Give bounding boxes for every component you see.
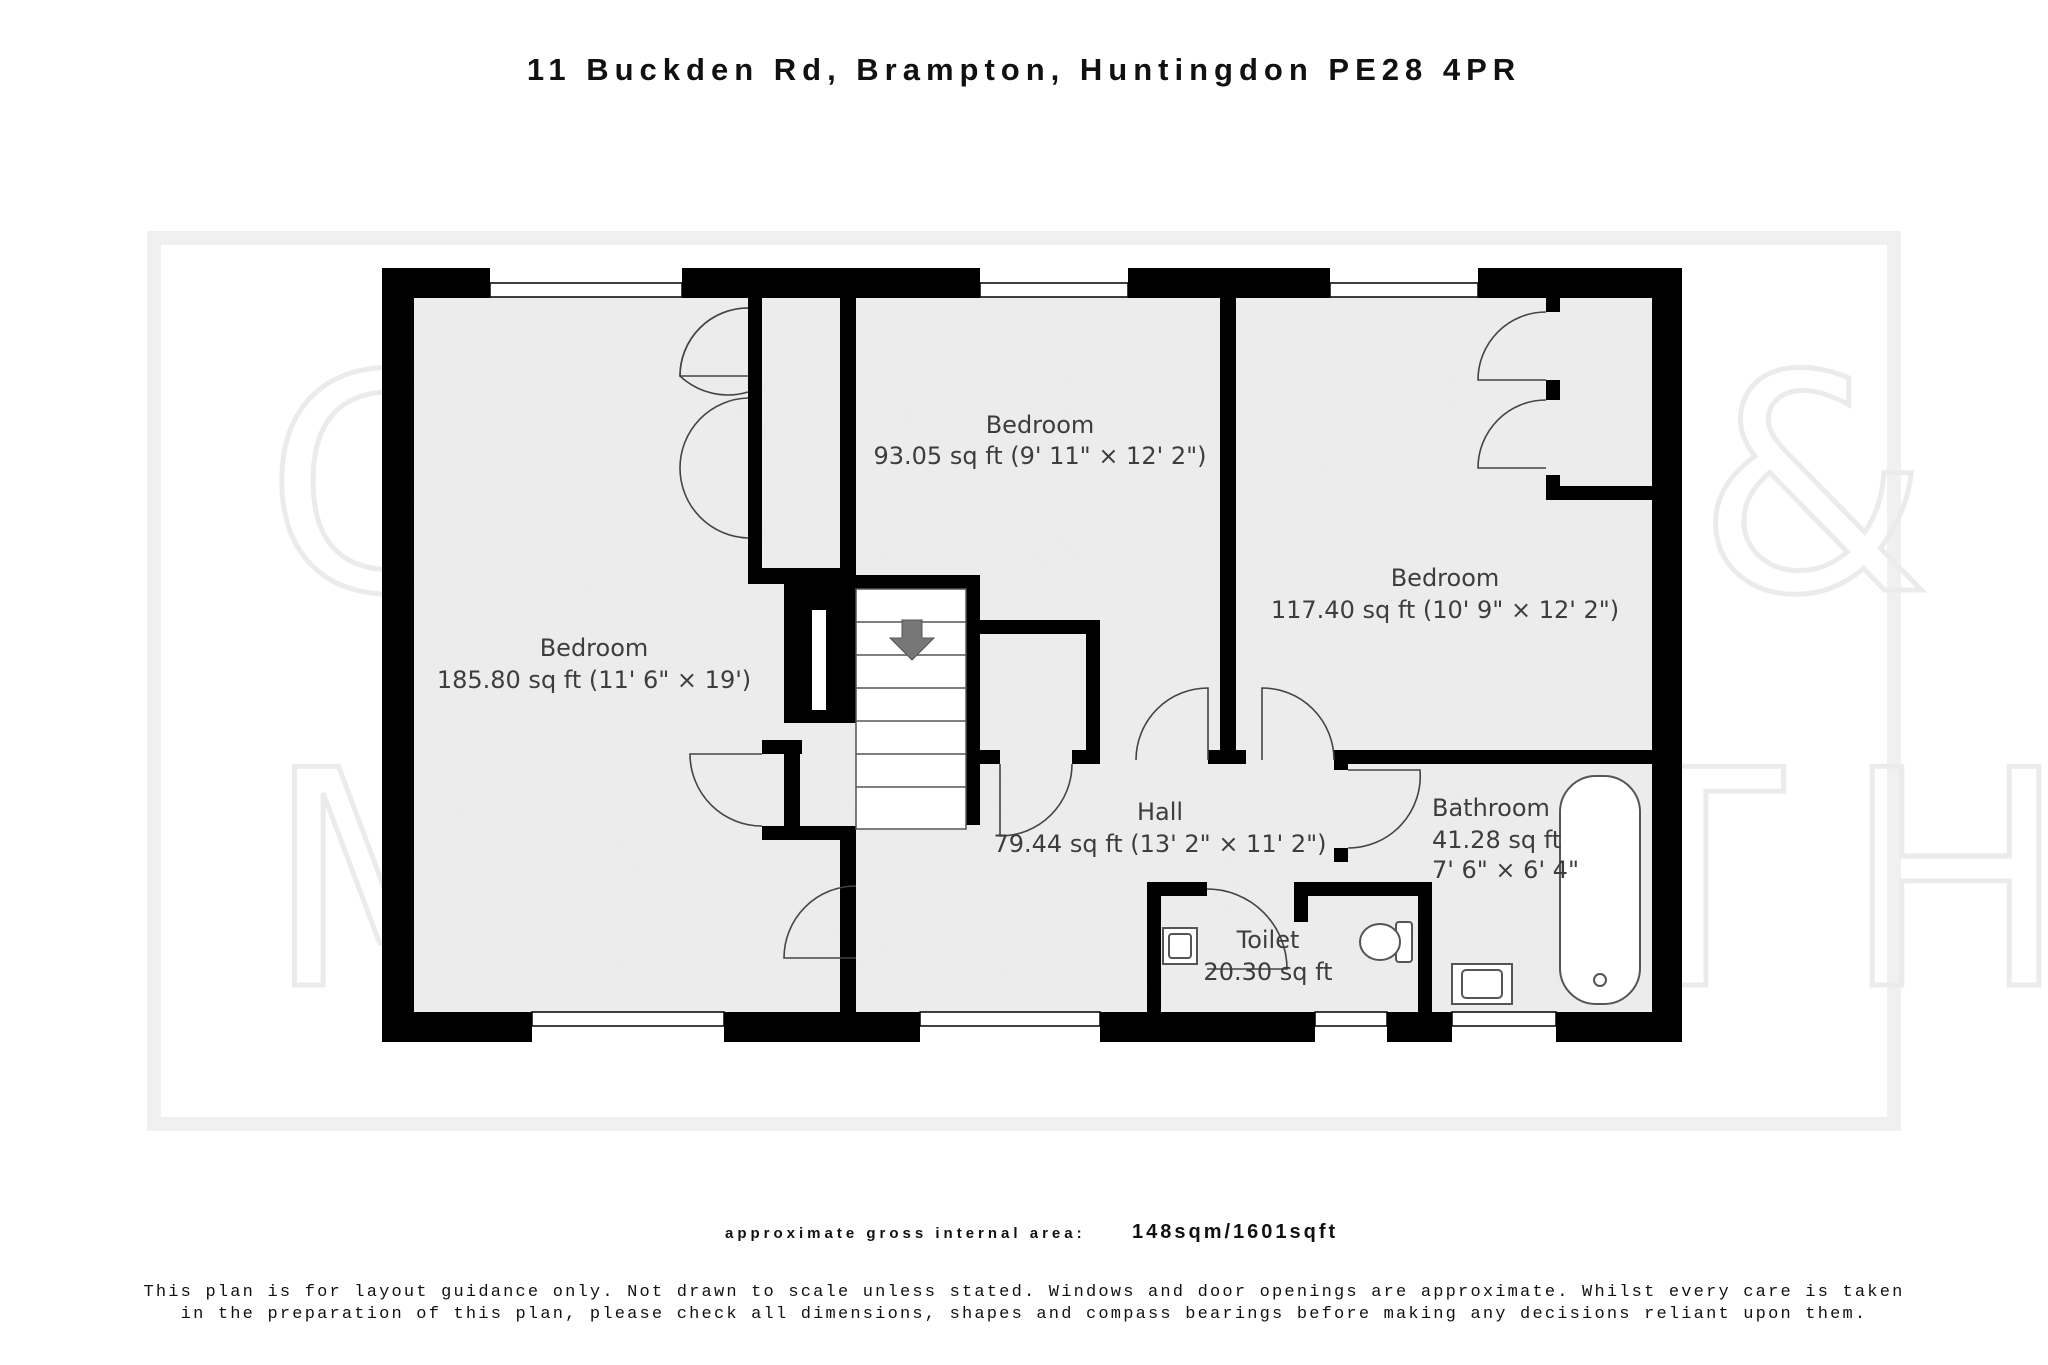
window — [919, 1011, 1101, 1027]
window — [1451, 1011, 1557, 1027]
door-swing — [679, 307, 749, 396]
room-name-toilet: Toilet — [1236, 926, 1300, 954]
room-labels: Bedroom 185.80 sq ft (11' 6" × 19') Bedr… — [437, 411, 1619, 986]
room-area-bathroom: 41.28 sq ft — [1432, 826, 1561, 854]
bathtub — [1559, 775, 1641, 1005]
window — [531, 1011, 725, 1027]
fixtures — [1162, 775, 1641, 1005]
room-area-bedroom-1: 185.80 sq ft (11' 6" × 19') — [437, 666, 751, 694]
room-name-bedroom-1: Bedroom — [540, 634, 649, 662]
doors — [679, 307, 1547, 970]
room-name-bedroom-2: Bedroom — [986, 411, 1095, 439]
door-swing — [1347, 769, 1422, 849]
door-swing — [1135, 687, 1209, 761]
room-name-bathroom: Bathroom — [1432, 794, 1550, 822]
window — [489, 282, 683, 298]
watermark-frame — [147, 231, 1901, 1131]
floor-areas — [412, 290, 1652, 1014]
room-dims-bathroom: 7' 6" × 6' 4" — [1432, 856, 1579, 884]
arrow-down-icon — [888, 619, 936, 661]
room-area-toilet: 20.30 sq ft — [1203, 958, 1332, 986]
door-swing — [783, 885, 857, 959]
gia-value: 148sqm/1601sqft — [1132, 1221, 1338, 1243]
door-swing — [679, 397, 749, 539]
address-title: 11 Buckden Rd, Brampton, Huntingdon PE28… — [527, 52, 1521, 87]
room-area-hall: 79.44 sq ft (13' 2" × 11' 2") — [993, 830, 1326, 858]
window — [1329, 282, 1479, 298]
room-area-bedroom-2: 93.05 sq ft (9' 11" × 12' 2") — [873, 442, 1206, 470]
window — [979, 282, 1129, 298]
room-name-hall: Hall — [1137, 798, 1183, 826]
toilet-bowl — [1359, 921, 1413, 963]
staircase — [855, 588, 967, 830]
door-swing — [1206, 888, 1288, 970]
door-swing — [1477, 311, 1547, 381]
door-swing — [689, 753, 763, 827]
room-name-bedroom-3: Bedroom — [1391, 564, 1500, 592]
gia-label: approximate gross internal area: — [725, 1225, 1086, 1242]
disclaimer-line-1: This plan is for layout guidance only. N… — [143, 1283, 1904, 1302]
watermark-line1: GIGGS & — [265, 312, 1991, 661]
disclaimer-line-2: in the preparation of this plan, please … — [181, 1305, 1868, 1324]
door-swing — [1477, 399, 1547, 469]
door-swing — [999, 763, 1073, 837]
gross-internal-area: approximate gross internal area: 148sqm/… — [725, 1221, 1338, 1243]
door-swing — [1261, 687, 1335, 761]
room-area-bedroom-3: 117.40 sq ft (10' 9" × 12' 2") — [1271, 596, 1619, 624]
window — [1314, 1011, 1388, 1027]
walls — [382, 268, 1682, 1042]
